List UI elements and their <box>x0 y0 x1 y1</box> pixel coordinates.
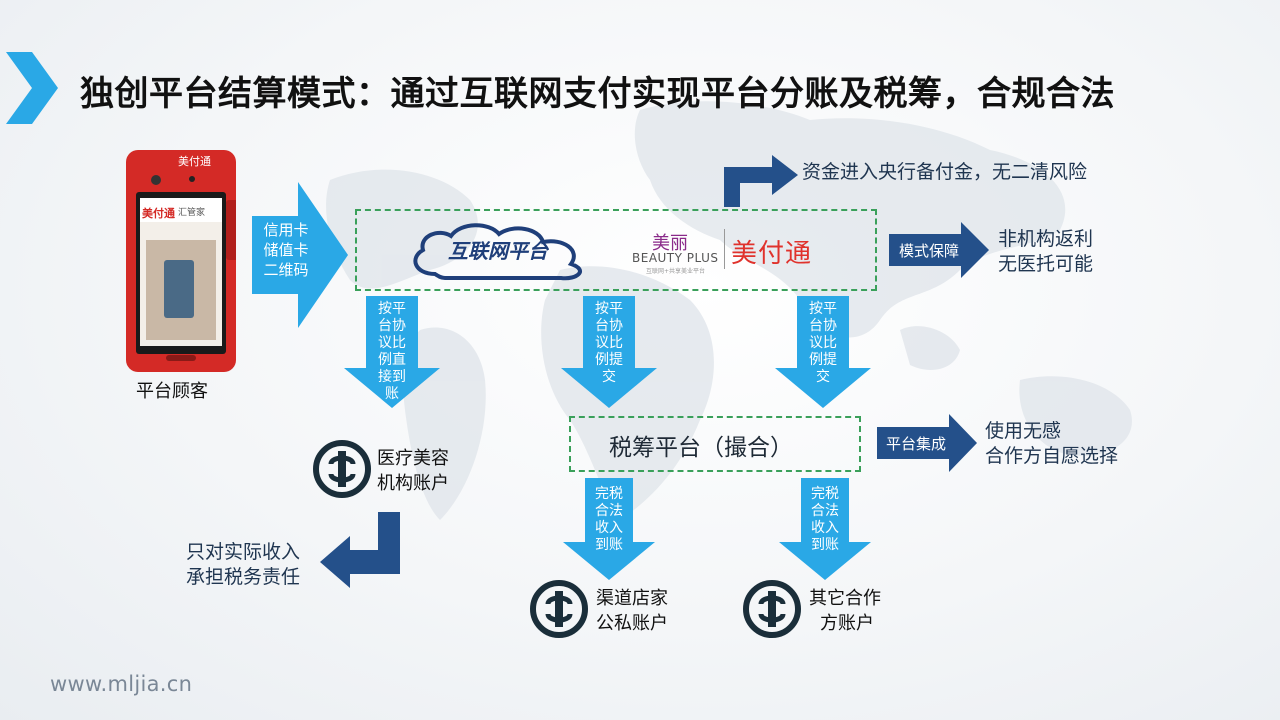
title-chevron-icon <box>6 52 58 124</box>
payment-method-qrcode: 二维码 <box>263 261 309 279</box>
down-arrow-right-label: 按平台协议比例提交 <box>809 301 837 385</box>
mode-guarantee-line-1: 非机构返利 <box>998 228 1094 250</box>
channel-account-line-2: 公私账户 <box>596 613 668 634</box>
device-screen-subtitle: 汇管家 <box>178 208 206 218</box>
customer-caption: 平台顾客 <box>136 381 208 402</box>
beauty-plus-brand: 美丽 <box>652 233 688 254</box>
down-arrow-left-icon <box>344 296 440 408</box>
platform-integration-line-2: 合作方自愿选择 <box>985 445 1119 467</box>
fund-arrow-icon <box>724 155 798 207</box>
down-arrow-middle-icon <box>561 296 657 408</box>
tax-arrow-right-label: 完税合法收入到账 <box>811 486 839 553</box>
platform-box <box>355 209 877 291</box>
payment-arrow-icon <box>252 182 348 328</box>
income-arrow-icon <box>320 512 400 588</box>
tax-arrow-left-icon <box>563 478 655 580</box>
fund-note: 资金进入央行备付金，无二清风险 <box>802 161 1088 183</box>
tax-platform-label: 税筹平台（撮合） <box>609 435 793 461</box>
medical-account-line-2: 机构账户 <box>377 473 449 494</box>
platform-integration-label: 平台集成 <box>886 435 947 453</box>
brand-divider <box>724 229 725 269</box>
platform-integration-arrow-icon <box>877 414 977 472</box>
platform-integration-line-1: 使用无感 <box>985 420 1062 442</box>
page-title: 独创平台结算模式：通过互联网支付实现平台分账及税筹，合规合法 <box>80 74 1115 114</box>
other-account-line-2: 方账户 <box>820 613 874 634</box>
channel-account-line-1: 渠道店家 <box>596 588 668 609</box>
device-screen-brand: 美付通 <box>142 207 175 220</box>
income-note-line-2: 承担税务责任 <box>186 566 301 588</box>
device-brand: 美付通 <box>178 155 211 168</box>
beauty-plus-tagline: 互联网+共享美业平台 <box>646 268 706 275</box>
mode-guarantee-label: 模式保障 <box>899 242 960 260</box>
bank-coin-icon <box>743 580 801 638</box>
payment-method-credit: 信用卡 <box>263 221 309 239</box>
bank-coin-icon <box>313 440 371 498</box>
payment-method-stored: 储值卡 <box>263 241 309 259</box>
pos-terminal-image <box>126 150 236 372</box>
tax-arrow-left-label: 完税合法收入到账 <box>595 486 623 553</box>
tax-arrow-right-icon <box>779 478 871 580</box>
tax-platform-box <box>569 416 861 472</box>
cloud-icon <box>413 223 582 281</box>
income-note-line-1: 只对实际收入 <box>186 541 301 563</box>
bank-coin-icon <box>530 580 588 638</box>
medical-account-line-1: 医疗美容 <box>377 448 449 469</box>
other-account-line-1: 其它合作 <box>809 588 881 609</box>
down-arrow-middle-label: 按平台协议比例提交 <box>595 301 623 385</box>
pay-brand-logo: 美付通 <box>731 239 813 269</box>
cloud-label: 互联网平台 <box>448 239 548 263</box>
down-arrow-left-label: 按平台协议比例直接到账 <box>378 301 406 402</box>
beauty-plus-sub: BEAUTY PLUS <box>632 251 719 265</box>
mode-guarantee-arrow-icon <box>889 222 989 278</box>
footer-url[interactable]: www.mljia.cn <box>50 672 193 696</box>
mode-guarantee-line-2: 无医托可能 <box>998 253 1094 275</box>
down-arrow-right-icon <box>775 296 871 408</box>
